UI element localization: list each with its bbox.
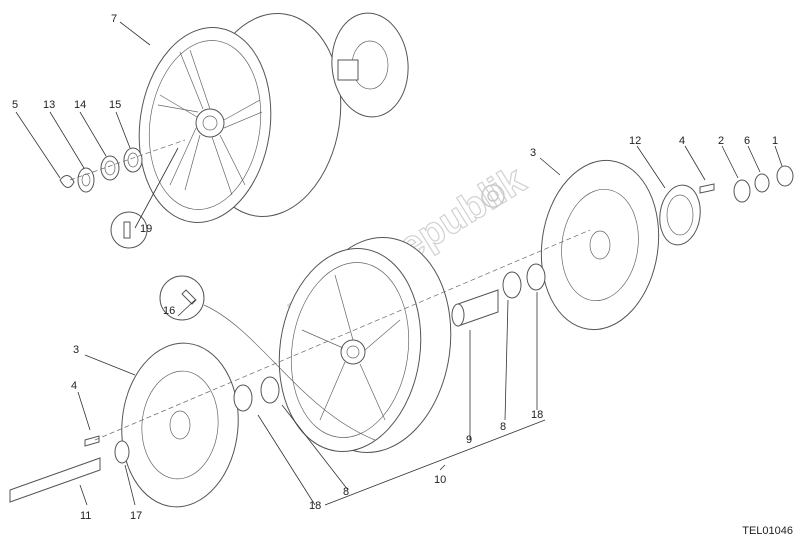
front-seal-18-right	[526, 263, 546, 291]
part-label-18-right: 18	[531, 409, 543, 421]
part-label-6: 6	[744, 135, 750, 147]
part-label-3-top: 3	[530, 147, 536, 159]
part-label-9: 9	[466, 434, 472, 446]
front-brake-disc-left	[121, 342, 239, 508]
part-label-2: 2	[718, 135, 724, 147]
part-label-12: 12	[629, 135, 641, 147]
rear-wheel	[138, 13, 342, 223]
part-label-4-top: 4	[679, 135, 685, 147]
group-bracket-10	[324, 419, 546, 506]
front-valve-16	[159, 275, 205, 321]
front-bearing-8-right	[502, 271, 522, 299]
part-label-7: 7	[111, 13, 117, 25]
rear-circlip	[59, 175, 75, 188]
front-seal-18-left	[233, 384, 253, 412]
leader-lines	[15, 21, 783, 506]
spacer-2	[733, 179, 751, 203]
part-label-14: 14	[74, 99, 86, 111]
gear-icon	[481, 184, 505, 208]
part-label-16: 16	[163, 305, 175, 317]
part-label-1: 1	[772, 135, 778, 147]
part-label-19: 19	[140, 223, 152, 235]
sprocket-12	[659, 184, 701, 246]
part-label-15: 15	[109, 99, 121, 111]
rear-spacer-15	[123, 147, 143, 173]
part-label-4-left: 4	[71, 380, 77, 392]
part-label-18-left: 18	[309, 500, 321, 512]
part-label-8-right: 8	[500, 421, 506, 433]
part-label-11: 11	[80, 510, 91, 522]
rear-bearing-13	[77, 167, 95, 193]
part-label-3-left: 3	[73, 344, 79, 356]
part-label-10: 10	[434, 474, 446, 486]
rear-valve-19	[110, 211, 148, 249]
part-label-8-left: 8	[343, 486, 349, 498]
front-wheel	[278, 237, 452, 453]
part-label-17: 17	[130, 510, 142, 522]
front-bearing-8-left	[260, 376, 280, 404]
part-labels: 5 13 14 15 7 19 3 12 4 2 6 1 16 3 4 11 1…	[12, 13, 778, 522]
front-spacer-9	[451, 289, 499, 327]
rear-brake-disc	[331, 12, 409, 118]
washer-17	[114, 440, 130, 464]
front-axle-11	[9, 457, 101, 503]
front-brake-disc-right	[540, 159, 660, 331]
part-label-5: 5	[12, 99, 18, 111]
part-label-13: 13	[43, 99, 55, 111]
bolt-4-top	[699, 183, 715, 194]
bolt-4-left	[84, 435, 100, 447]
bearing-6	[754, 173, 770, 193]
nut-1	[776, 165, 794, 187]
drawing-reference-code: TEL01046	[742, 525, 793, 537]
